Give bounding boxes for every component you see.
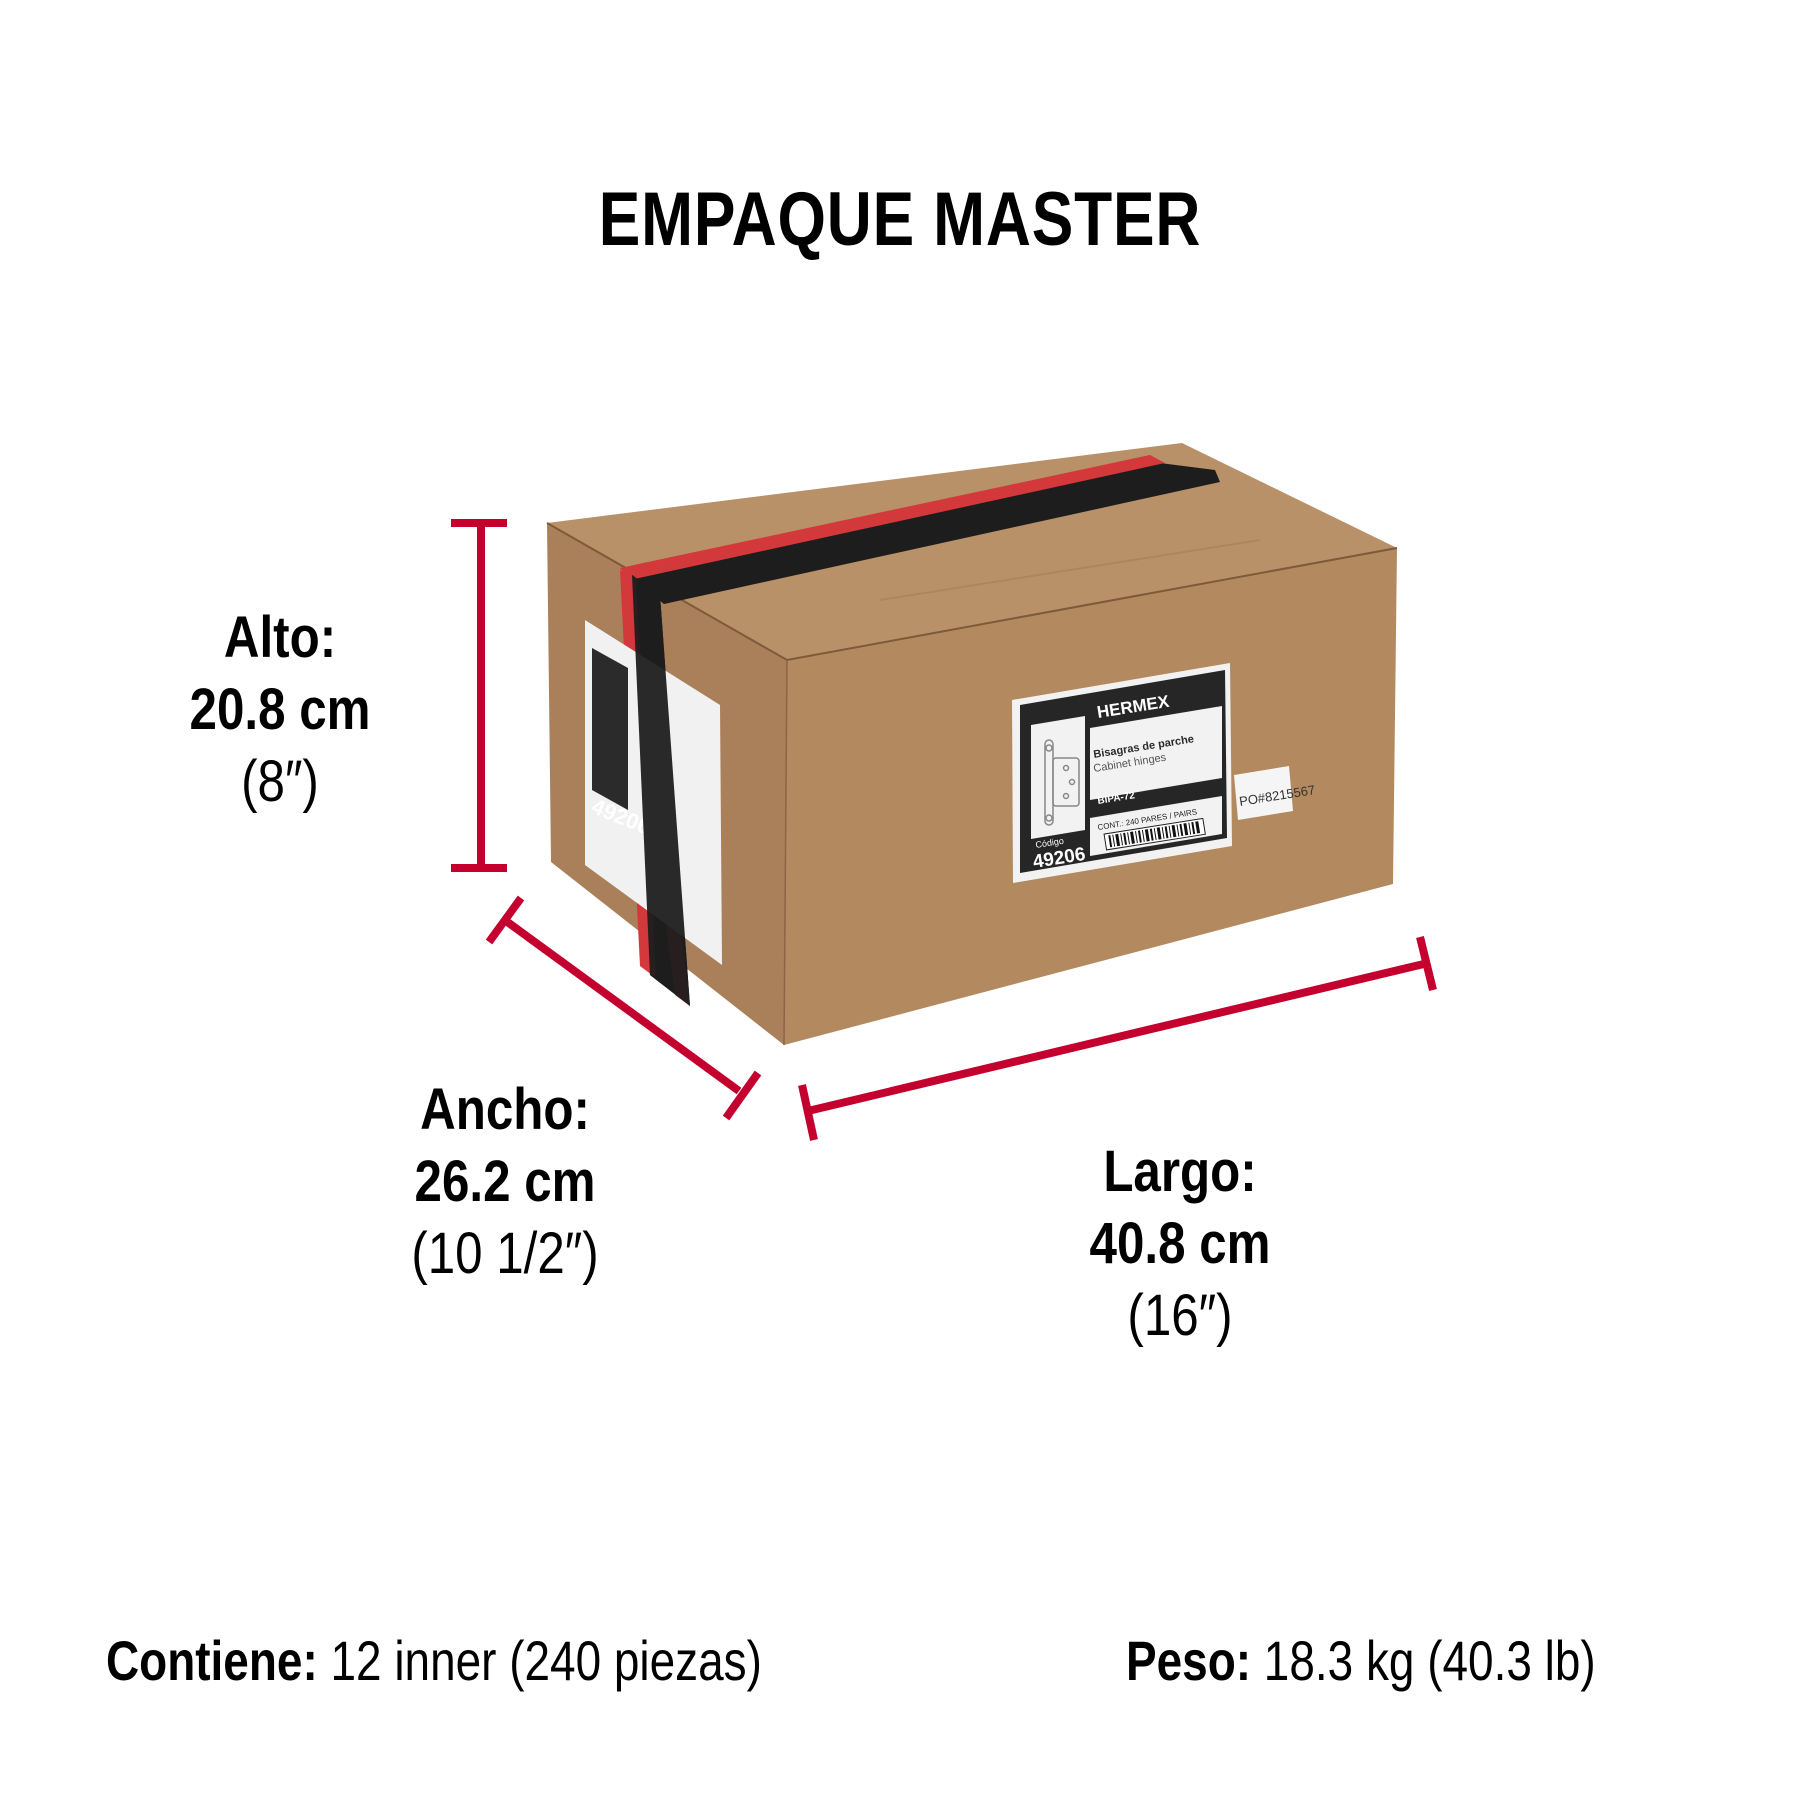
- contents-value: 12 inner (240 piezas): [317, 1629, 762, 1692]
- ancho-label: Ancho: 26.2 cm (10 1/2″): [365, 1074, 646, 1290]
- contents-label: Contiene:: [106, 1629, 318, 1692]
- largo-label: Largo: 40.8 cm (16″): [1053, 1136, 1308, 1352]
- weight-label: Peso:: [1126, 1629, 1252, 1692]
- alto-label: Alto: 20.8 cm (8″): [161, 602, 399, 818]
- cardboard-box: 49206 HERMEX Bisagras de parche Cabinet …: [546, 443, 1398, 1046]
- ancho-dimension-line: [503, 917, 742, 1095]
- tape-red: [620, 455, 1165, 580]
- page-title: EMPAQUE MASTER: [598, 177, 1202, 262]
- largo-title: Largo:: [1103, 1139, 1257, 1204]
- barcode: [1103, 817, 1206, 851]
- largo-imperial: (16″): [1127, 1283, 1233, 1348]
- ancho-imperial: (10 1/2″): [411, 1221, 599, 1286]
- svg-text:Código: Código: [1035, 836, 1065, 850]
- weight-info: Peso: 18.3 kg (40.3 lb): [1126, 1628, 1596, 1693]
- weight-value: 18.3 kg (40.3 lb): [1251, 1629, 1596, 1692]
- dimension-lines: [451, 519, 1437, 1141]
- alto-metric: 20.8 cm: [189, 677, 371, 742]
- ancho-metric: 26.2 cm: [414, 1149, 596, 1214]
- largo-metric: 40.8 cm: [1089, 1211, 1271, 1276]
- hinge-icon: [1044, 739, 1080, 826]
- tape-black: [628, 463, 1220, 604]
- ancho-title: Ancho:: [420, 1077, 590, 1142]
- front-label: HERMEX Bisagras de parche Cabinet hinges…: [1012, 663, 1232, 883]
- largo-dimension-line: [807, 959, 1429, 1115]
- contents-info: Contiene: 12 inner (240 piezas): [106, 1628, 762, 1693]
- alto-title: Alto:: [223, 605, 337, 670]
- alto-imperial: (8″): [241, 749, 319, 814]
